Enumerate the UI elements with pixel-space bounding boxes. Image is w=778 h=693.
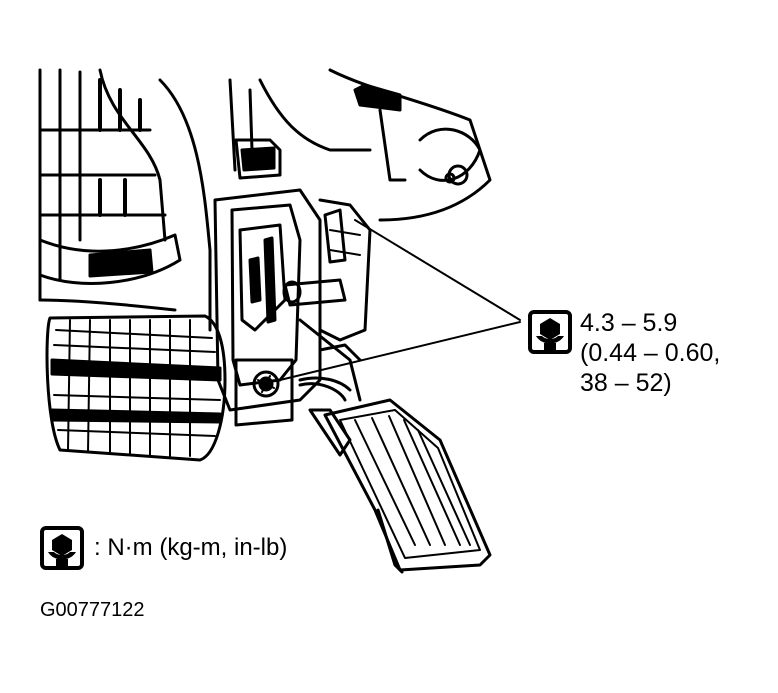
torque-spec-line-2: (0.44 – 0.60, <box>580 339 721 367</box>
figure-id: G00777122 <box>40 599 145 621</box>
torque-units-text: : N·m (kg-m, in-lb) <box>94 534 288 561</box>
leader-lines <box>279 219 521 381</box>
torque-wrench-icon <box>528 310 572 354</box>
pedal-bracket <box>158 68 492 427</box>
steering-column <box>38 68 182 312</box>
torque-spec-line-3: 38 – 52) <box>580 369 672 397</box>
accelerator-pedal <box>298 382 492 574</box>
torque-spec-line-1: 4.3 – 5.9 <box>580 309 678 337</box>
brake-pedal-pad <box>45 314 227 462</box>
torque-wrench-icon <box>40 526 84 570</box>
